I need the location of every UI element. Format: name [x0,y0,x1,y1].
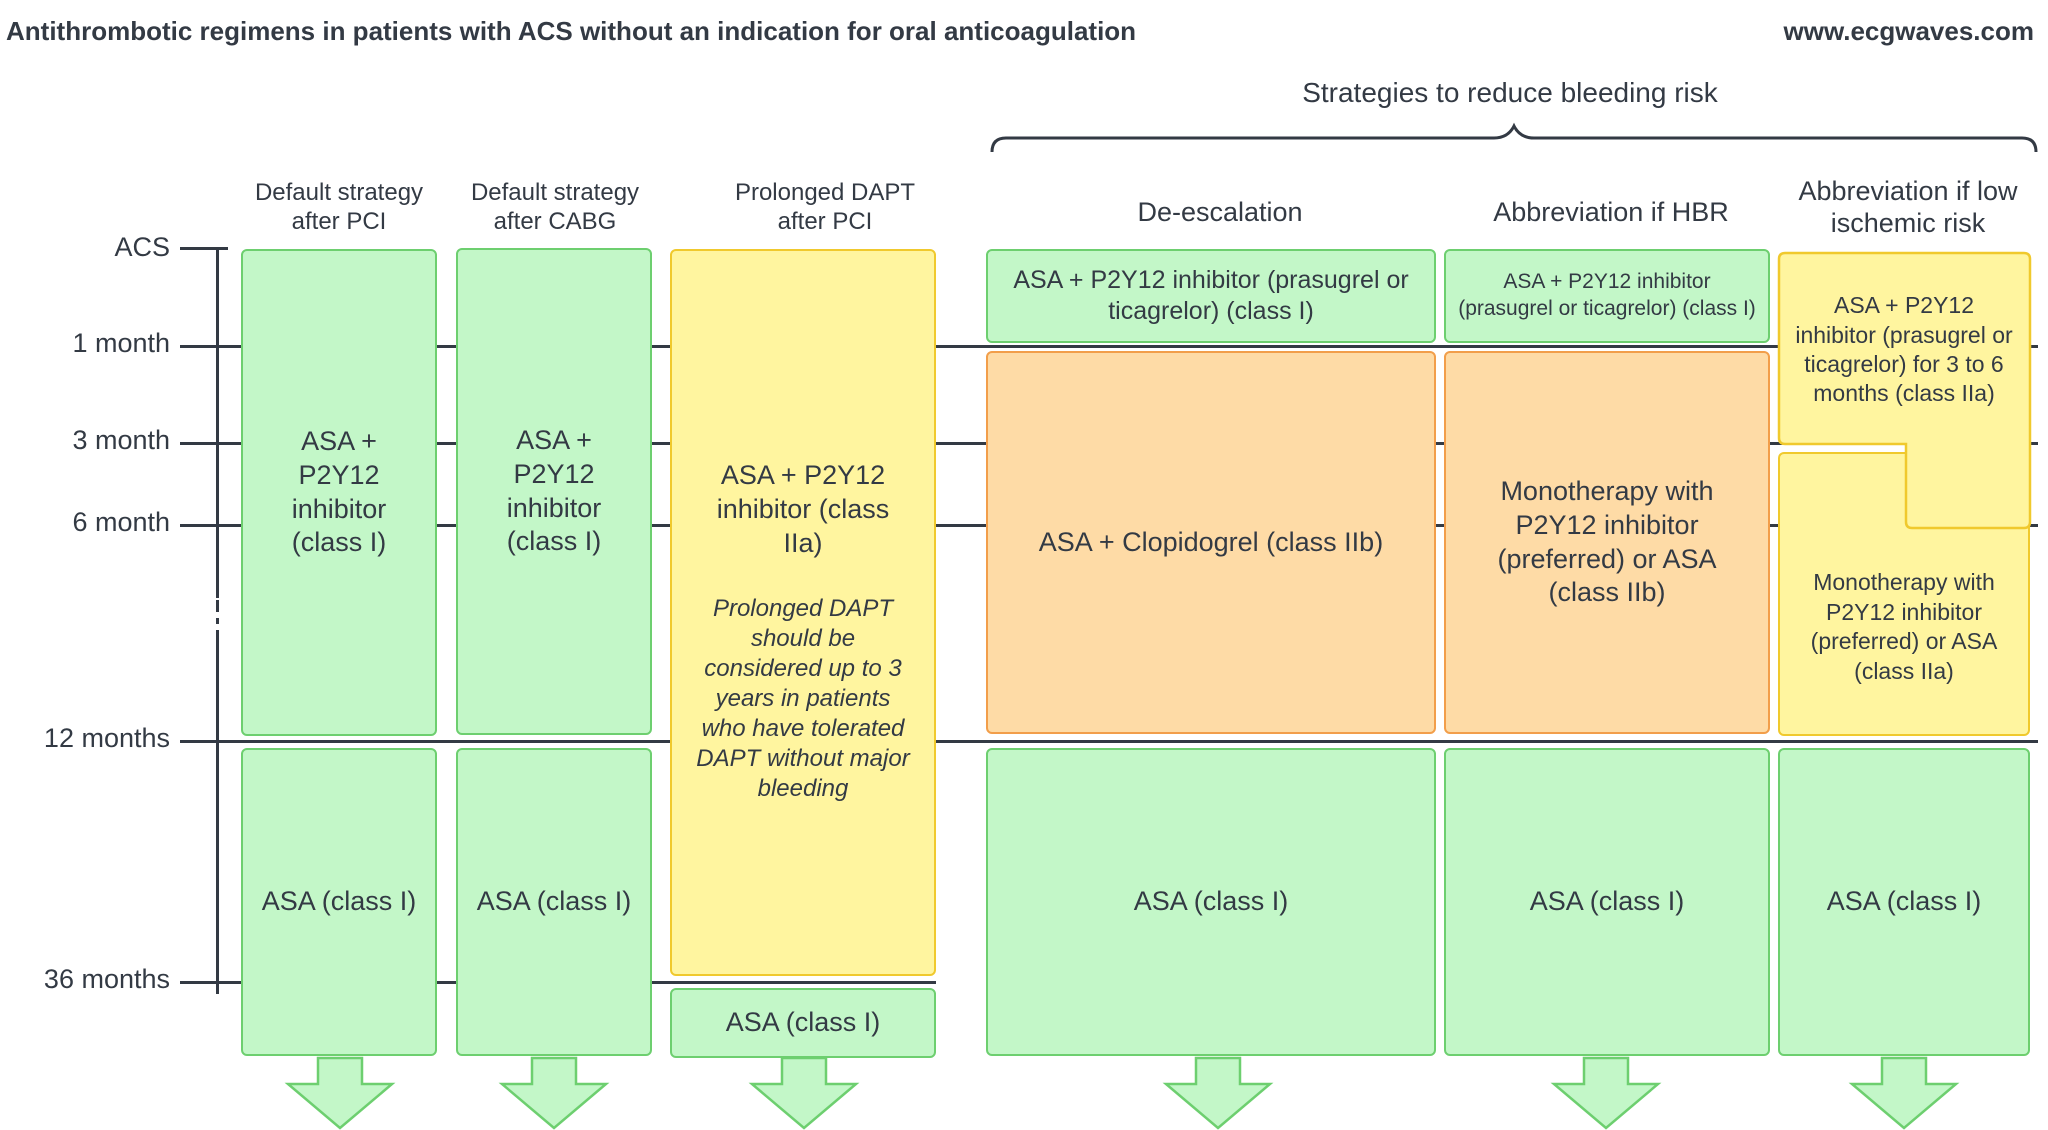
header-pci: Default strategy after PCI [254,179,424,235]
diagram-title: Antithrombotic regimens in patients with… [6,16,1137,46]
deescalation-clopidogrel-text: ASA + Clopidogrel (class IIb) [1038,526,1384,557]
axis-break-dash-2 [216,618,219,624]
hbr-monotherapy-text: Monotherapy with P2Y12 inhibitor (prefer… [1497,476,1717,608]
deescalation-asa-text: ASA (class I) [1133,886,1289,917]
arrow-prolonged [748,1056,860,1130]
label-acs: ACS [114,232,170,262]
strategy-group-label: Strategies to reduce bleeding risk [1302,77,1718,108]
axis-break-dash-1 [216,600,219,612]
arrow-pci [284,1056,396,1130]
low-ischemic-dapt-text: ASA + P2Y12 inhibitor (prasugrel or tica… [1795,292,2013,407]
label-3-month: 3 month [72,425,170,455]
arrow-low-ischemic [1848,1056,1960,1130]
cabg-asa-box: ASA (class I) [456,748,652,1056]
label-6-month: 6 month [72,507,170,537]
tick-1-month [180,345,2038,348]
time-axis-upper [216,248,219,598]
arrow-hbr [1550,1056,1662,1130]
low-ischemic-asa-text: ASA (class I) [1826,886,1982,917]
hbr-dapt-text: ASA + P2Y12 inhibitor (prasugrel or tica… [1458,270,1756,320]
prolonged-dapt-box: ASA + P2Y12 inhibitor (class IIa) Prolon… [670,249,936,976]
tick-acs [180,247,228,250]
pci-asa-box: ASA (class I) [241,748,437,1056]
arrow-deescalation [1162,1056,1274,1130]
prolonged-dapt-note: Prolonged DAPT should be considered up t… [696,595,910,803]
hbr-dapt-box: ASA + P2Y12 inhibitor (prasugrel or tica… [1444,249,1770,343]
continuation-arrows [284,1056,1960,1130]
prolonged-asa-box: ASA (class I) [670,988,936,1058]
time-axis-lower [216,630,219,994]
cabg-dapt-text: ASA + P2Y12 inhibitor (class I) [506,425,602,557]
arrow-cabg [498,1056,610,1130]
header-deescalation: De-escalation [1137,196,1303,227]
low-ischemic-monotherapy-text: Monotherapy with P2Y12 inhibitor (prefer… [1810,569,1998,684]
hbr-asa-box: ASA (class I) [1444,748,1770,1056]
deescalation-dapt-box: ASA + P2Y12 inhibitor (prasugrel or tica… [986,249,1436,343]
low-ischemic-dapt-box: ASA + P2Y12 inhibitor (prasugrel or tica… [1784,260,2024,440]
pci-asa-text: ASA (class I) [261,886,417,917]
header-prolonged: Prolonged DAPT after PCI [734,179,916,235]
tick-12-months [180,740,2038,743]
pci-dapt-text: ASA + P2Y12 inhibitor (class I) [291,426,387,558]
cabg-dapt-box: ASA + P2Y12 inhibitor (class I) [456,248,652,735]
website-label: www.ecgwaves.com [1783,16,2034,46]
header-hbr: Abbreviation if HBR [1493,196,1729,227]
strategies-brace [990,122,2038,153]
prolonged-dapt-text: ASA + P2Y12 inhibitor (class IIa) [716,460,890,558]
pci-dapt-box: ASA + P2Y12 inhibitor (class I) [241,249,437,736]
label-1-month: 1 month [72,328,170,358]
low-ischemic-dapt-shape [1777,251,2032,530]
deescalation-clopidogrel-box: ASA + Clopidogrel (class IIb) [986,351,1436,734]
deescalation-dapt-text: ASA + P2Y12 inhibitor (prasugrel or tica… [1013,265,1409,325]
hbr-monotherapy-box: Monotherapy with P2Y12 inhibitor (prefer… [1444,351,1770,734]
low-ischemic-asa-box: ASA (class I) [1778,748,2030,1056]
cabg-asa-text: ASA (class I) [476,886,632,917]
prolonged-asa-text: ASA (class I) [725,1007,881,1038]
header-cabg: Default strategy after CABG [470,179,640,235]
deescalation-asa-box: ASA (class I) [986,748,1436,1056]
hbr-asa-text: ASA (class I) [1529,886,1685,917]
header-low-ischemic: Abbreviation if low ischemic risk [1798,175,2018,238]
label-36-months: 36 months [43,964,170,994]
label-12-months: 12 months [43,723,170,753]
